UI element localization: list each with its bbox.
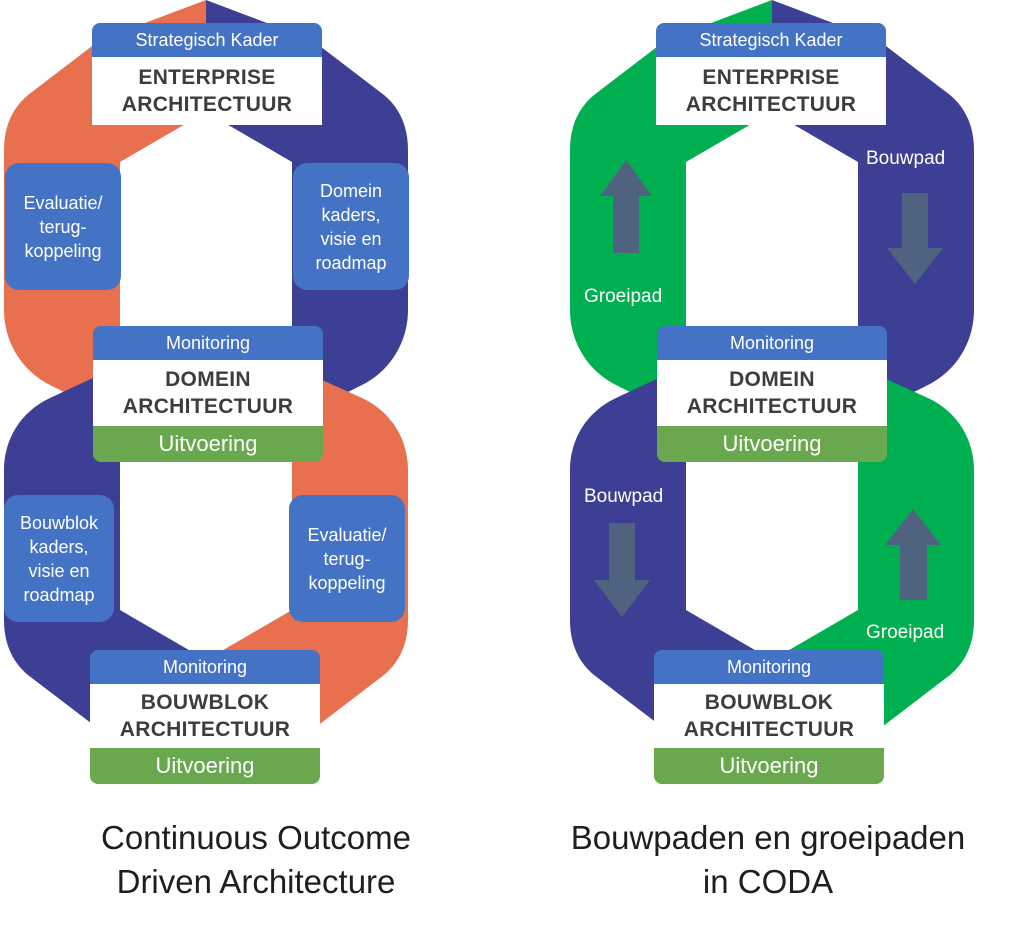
right-caption-line1: Bouwpaden en groeipaden	[570, 819, 966, 856]
block-frameworks-label: Bouwblok kaders, visie en roadmap	[19, 512, 99, 605]
enterprise-architecture-box: ENTERPRISE ARCHITECTUUR	[656, 57, 886, 125]
enterprise-title-line1: ENTERPRISE	[138, 66, 276, 89]
build-arrow-down-bottom	[594, 523, 650, 617]
enterprise-title-line1: ENTERPRISE	[702, 66, 840, 89]
feedback-box-top: Evaluatie/ terug- koppeling	[5, 163, 121, 290]
growth-arrow-up-top	[600, 160, 652, 253]
block-frameworks-box: Bouwblok kaders, visie en roadmap	[4, 495, 114, 622]
left-caption-line1: Continuous Outcome	[100, 819, 411, 856]
domain-frameworks-label: Domein kaders, visie en roadmap	[315, 180, 387, 273]
lower-hexagon-hole	[120, 432, 292, 660]
domain-architecture-box: DOMEIN ARCHITECTUUR	[93, 360, 323, 426]
block-footer: Uitvoering	[90, 748, 320, 784]
domain-footer: Uitvoering	[657, 426, 887, 462]
enterprise-header: Strategisch Kader	[656, 23, 886, 57]
block-header: Monitoring	[654, 650, 884, 684]
domain-footer: Uitvoering	[93, 426, 323, 462]
right-caption-line2: in CODA	[702, 863, 834, 900]
feedback-box-bottom: Evaluatie/ terug- koppeling	[289, 495, 405, 622]
domain-header: Monitoring	[657, 326, 887, 360]
domain-title-line1: DOMEIN	[165, 368, 251, 391]
block-title-line1: BOUWBLOK	[704, 691, 834, 714]
feedback-bottom-label: Evaluatie/ terug- koppeling	[307, 524, 387, 593]
growth-path-label-top: Groeipad	[584, 286, 663, 307]
upper-hexagon-hole	[120, 112, 292, 340]
domain-title-line2: ARCHITECTUUR	[686, 395, 858, 418]
coda-diagram: Strategisch Kader ENTERPRISE ARCHITECTUU…	[0, 0, 512, 800]
block-title-line2: ARCHITECTUUR	[683, 718, 855, 741]
enterprise-title-line2: ARCHITECTUUR	[121, 93, 293, 116]
upper-hexagon-hole	[686, 112, 858, 340]
block-architecture-box: BOUWBLOK ARCHITECTUUR	[654, 684, 884, 748]
domain-architecture-box: DOMEIN ARCHITECTUUR	[657, 360, 887, 426]
growth-arrow-up-bottom	[885, 509, 941, 600]
block-header: Monitoring	[90, 650, 320, 684]
block-architecture-box: BOUWBLOK ARCHITECTUUR	[90, 684, 320, 748]
left-caption-line2: Driven Architecture	[116, 863, 396, 900]
feedback-top-label: Evaluatie/ terug- koppeling	[23, 192, 103, 261]
block-title-line2: ARCHITECTUUR	[119, 718, 291, 741]
coda-paths-diagram: Strategisch Kader ENTERPRISE ARCHITECTUU…	[512, 0, 1024, 800]
build-path-label-top: Bouwpad	[866, 148, 946, 169]
block-title-line1: BOUWBLOK	[140, 691, 270, 714]
enterprise-architecture-box: ENTERPRISE ARCHITECTUUR	[92, 57, 322, 125]
build-path-label-bottom: Bouwpad	[584, 486, 664, 507]
lower-hexagon-hole	[686, 432, 858, 660]
domain-title-line1: DOMEIN	[729, 368, 815, 391]
left-caption: Continuous Outcome Driven Architecture	[0, 816, 512, 904]
enterprise-header: Strategisch Kader	[92, 23, 322, 57]
build-arrow-down-top	[887, 193, 943, 284]
enterprise-title-line2: ARCHITECTUUR	[685, 93, 857, 116]
domain-header: Monitoring	[93, 326, 323, 360]
right-caption: Bouwpaden en groeipaden in CODA	[512, 816, 1024, 904]
block-footer: Uitvoering	[654, 748, 884, 784]
domain-title-line2: ARCHITECTUUR	[122, 395, 294, 418]
growth-path-label-bottom: Groeipad	[866, 622, 945, 643]
domain-frameworks-box: Domein kaders, visie en roadmap	[293, 163, 409, 290]
